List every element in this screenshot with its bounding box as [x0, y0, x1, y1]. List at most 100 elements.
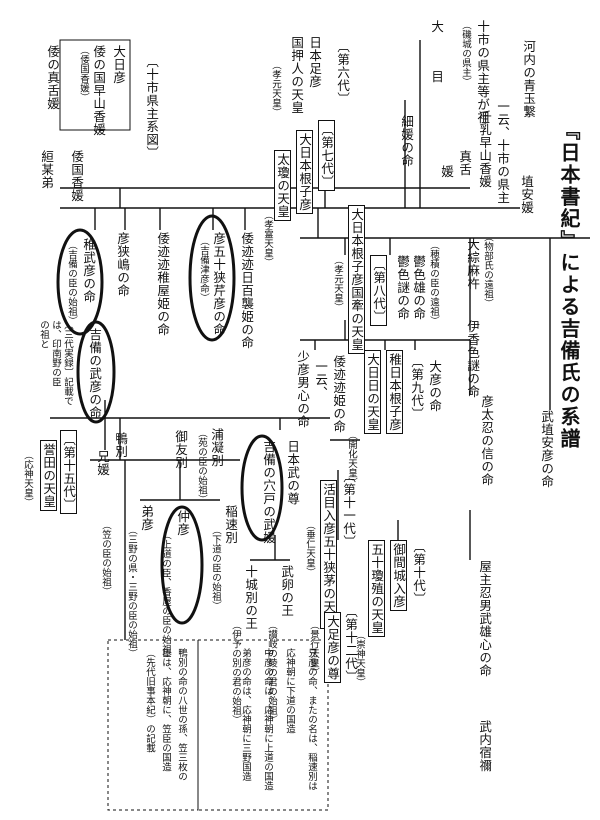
node-utsushikoo-note: （穂積の臣の遠祖） — [427, 240, 439, 326]
note-left-c: （先代旧事本紀）の記載 — [143, 648, 155, 753]
note-right-a: 兄彦の命、またの名は、稲速別は — [305, 648, 317, 791]
suinin-name: 活目入彦五十狭茅の天皇 — [320, 480, 338, 629]
node-haniyasu: 埴安媛 — [519, 175, 535, 214]
node-toochi-a: 十市の県主等が祖 — [475, 20, 491, 124]
node-ikagashikome: 伊香色謎の命 — [465, 320, 481, 398]
sujin-name-b: 五十瓊殖の天皇 — [368, 540, 386, 637]
kaika-name-a: 稚日本根子彦 — [386, 350, 404, 434]
note-left-b: 臣は、応神朝に、笠臣の国造 — [159, 648, 171, 772]
node-wakayahime: 倭迹迹稚屋姫の命 — [155, 232, 171, 336]
node-takeuchi: 武内宿禰 — [477, 720, 493, 772]
node-oome-b: 目 — [429, 70, 445, 83]
node-kamo-note: （笠の臣の始祖） — [99, 520, 111, 596]
gen-12-label: 〔第十二代〕 — [343, 605, 359, 683]
node-mashita: 真舌 — [457, 150, 473, 176]
legend-frame — [59, 39, 131, 131]
node-hosohime: 細媛の命 — [399, 115, 415, 167]
korei-label: （孝霊天皇） — [261, 210, 273, 267]
oval-naka — [160, 505, 204, 625]
gen-7-label: 〔第七代〕 — [318, 120, 336, 191]
node-ani-hime: 兄媛 — [95, 450, 111, 476]
dotted-note-left — [107, 639, 199, 811]
node-momosohime: 倭迹迹日百襲姫の命 — [239, 232, 255, 349]
note-right-c: 中彦の命は、応神朝に上道の国造 — [261, 648, 273, 791]
node-mashita-hime: 媛 — [439, 165, 455, 178]
gen-6-label: 〔第六代〕 — [335, 40, 351, 105]
node-tomo: 御友別 — [173, 430, 189, 469]
node-towake-note: （伊予の別の君の始祖） — [229, 620, 241, 725]
node-inahaya: 稲速別 — [223, 505, 239, 544]
node-oto: 弟彦 — [139, 505, 155, 531]
kogen-label: （孝元天皇） — [331, 255, 343, 312]
node-utsushikoo: 鬱色雄の命 — [411, 255, 427, 320]
node-takehaniyasu: 武埴安彦の命 — [539, 410, 555, 488]
node-sukunahiko-b: 少彦男心の命 — [295, 350, 311, 428]
node-inahaya-note: （下道の臣の始祖） — [209, 525, 221, 611]
node-yamato-totohime: 倭迹迹姫の命 — [331, 355, 347, 433]
legend-mashita: 倭の真舌媛 — [45, 45, 61, 110]
node-naka: 仲彦 — [175, 510, 191, 536]
legend-hayama: 倭の国早山香媛 — [91, 45, 107, 136]
legend-note: 〔十市県主系図〕 — [144, 55, 160, 159]
node-hikosashima: 彦狭嶋の命 — [115, 232, 131, 297]
keiko-label: （景行天皇） — [307, 620, 319, 677]
node-wakatakehiko: 稚武彦の命 — [81, 238, 97, 303]
node-ukaiwake: 浦凝別 — [209, 428, 225, 467]
node-naka-note: （上道の臣、香屋の臣の始祖） — [159, 530, 171, 663]
korei-name-b: 太瓊の天皇 — [274, 150, 292, 221]
node-kibi-takehiko: 吉備の武彦の命 — [87, 328, 103, 419]
gen-11-label: 〔第十一代〕 — [341, 470, 357, 548]
legend-oohihiko: 大日彦 — [111, 45, 127, 84]
oval-kibi-anato — [240, 434, 284, 542]
ojin-name: 誉田の天皇 — [40, 440, 58, 511]
kogen-name: 大日本根子彦国牽の天皇 — [348, 205, 366, 354]
note-right-d: 弟彦の命は、応神朝に三野国造 — [239, 648, 251, 781]
korei-name-a: 大日本根子彦 — [296, 130, 314, 214]
page-title: 『日本書紀』による吉備氏の系譜 — [557, 120, 581, 450]
note-left-a: 鴨別の命の八世の孫、笠三枚の — [175, 648, 187, 781]
node-yanushi: 屋主忍男武雄心の命 — [477, 560, 493, 677]
sujin-label: （崇神天皇） — [353, 630, 365, 687]
gen-10-label: 〔第十代〕 — [411, 540, 427, 605]
gen-15-label: 〔第十五代〕 — [60, 430, 78, 514]
sandai-b: は、印南野の臣 — [49, 320, 61, 387]
kaika-name-b: 大日日の天皇 — [364, 350, 382, 434]
node-oome-a: 大 — [429, 20, 445, 33]
node-takekaiko: 武卵の王 — [279, 565, 295, 617]
koan-label: （孝元天皇） — [269, 60, 281, 117]
ojin-label: （応神天皇） — [21, 450, 33, 507]
note-right-b: 応神朝に下道の国造 — [283, 648, 295, 734]
node-toochi-branch-a: 一云、十市の県主 — [495, 100, 511, 204]
node-ooheso-note: （物部氏の遠祖） — [481, 232, 493, 308]
sandai-a: 〔三代実録〕記載で — [61, 320, 73, 406]
oval-isaserihiko — [188, 214, 236, 342]
node-towake: 十城別の王 — [243, 565, 259, 630]
gen-9-label: 〔第九代〕 — [409, 355, 425, 420]
node-sukunahiko-a: 一云、 — [313, 360, 329, 399]
oval-wakatakehiko — [56, 228, 104, 336]
node-hae-irodo: 絙某弟 — [39, 150, 55, 189]
node-isaserihiko: 彦五十狭芹彦の命 — [211, 232, 227, 336]
oval-kibi-takehiko — [76, 320, 116, 424]
suinin-label: （垂仁天皇） — [303, 520, 315, 577]
node-kouchi: 河内の青玉繋 — [521, 40, 537, 118]
node-hikofutooshi: 彦太忍の信の命 — [479, 395, 495, 486]
gen-8-label: 〔第八代〕 — [370, 255, 388, 326]
node-kuni-kohime: 倭国香媛 — [69, 150, 85, 202]
node-yamato-takeru: 日本武の尊 — [285, 440, 301, 505]
node-wakatakehiko-note: （吉備の臣の始祖） — [65, 240, 77, 326]
node-ooheso: 大綜麻杵 — [465, 238, 481, 290]
node-kamo: 鴨別 — [113, 432, 129, 458]
kaika-label: （開化天皇） — [345, 430, 357, 487]
node-takekaiko-note: （讃岐の綾の君の始祖） — [265, 620, 277, 725]
koan-name-b: 国押人の天皇 — [289, 36, 305, 114]
node-utsushikome: 鬱色謎の命 — [395, 255, 411, 320]
keiko-name: 大足彦の尊 — [324, 612, 342, 683]
legend-hayama-note: （倭国香媛） — [77, 45, 89, 102]
node-ukaiwake-note: （苑の臣の始祖） — [195, 428, 207, 504]
node-kibi-anato: 吉備の穴戸の武媛 — [261, 440, 277, 544]
koan-name-a: 日本足彦 — [307, 36, 323, 88]
node-toochi-branch-b: 千乳早山香媛 — [477, 110, 493, 188]
node-oto-note: （三野の県・三野の臣の始祖） — [125, 525, 137, 658]
